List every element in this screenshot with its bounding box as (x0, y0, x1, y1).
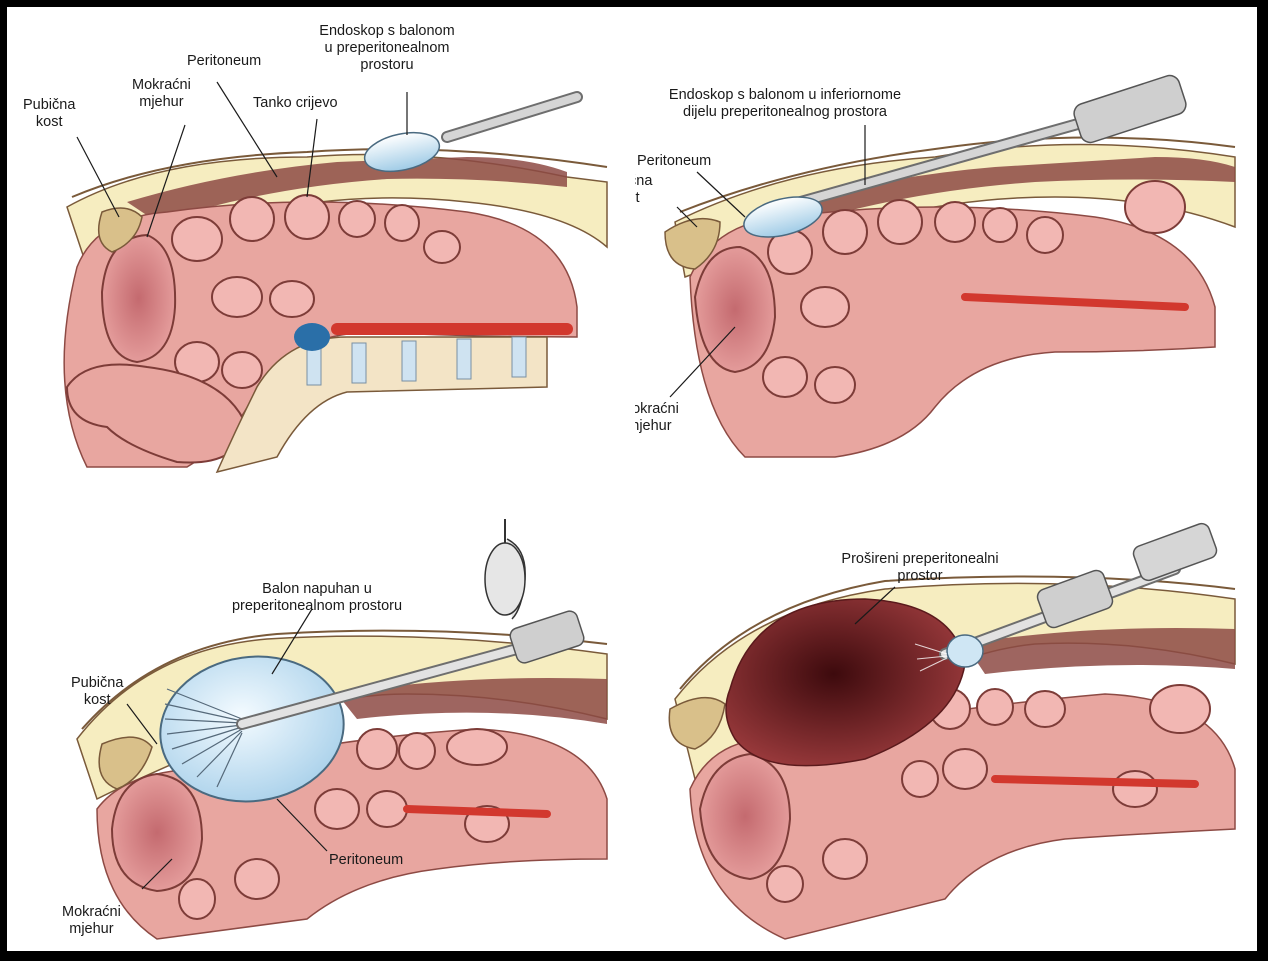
label-small-intestine: Tanko crijevo (253, 95, 338, 112)
anatomy-illustration-2 (635, 7, 1255, 477)
anatomy-illustration-4 (635, 479, 1255, 949)
anatomy-illustration-1 (7, 7, 627, 477)
label-peritoneum: Peritoneum (637, 153, 711, 170)
label-peritoneum: Peritoneum (329, 852, 403, 869)
label-peritoneum: Peritoneum (187, 53, 261, 70)
anatomy-illustration-3 (7, 479, 627, 949)
